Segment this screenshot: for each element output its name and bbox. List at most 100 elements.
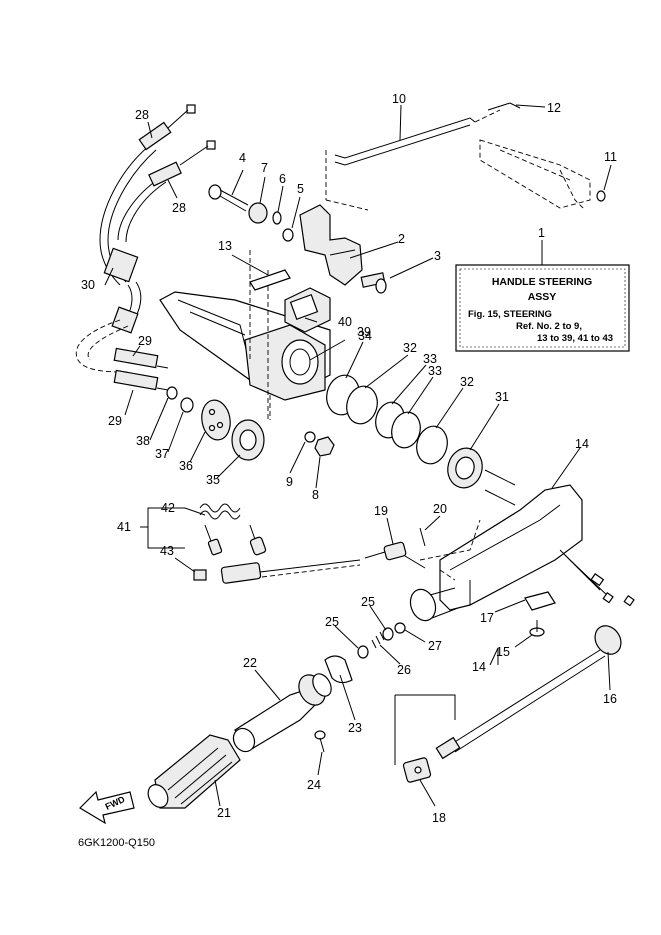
screw-24 — [314, 730, 326, 753]
callout-29-upper: 29 — [138, 334, 152, 348]
callout-6: 6 — [279, 172, 286, 186]
callout-31: 31 — [495, 390, 509, 404]
callout-2: 2 — [398, 232, 405, 246]
callout-33-lower: 33 — [428, 364, 442, 378]
screw-20 — [419, 527, 426, 547]
steering-tube-assy-ghost — [479, 139, 591, 211]
info-box-title-1: HANDLE STEERING — [492, 276, 592, 288]
part-code: 6GK1200-Q150 — [78, 837, 155, 849]
grommet-40 — [284, 287, 331, 333]
washer-25-right — [382, 627, 394, 641]
bolt-4 — [208, 184, 249, 212]
callout-32-lower: 32 — [460, 375, 474, 389]
callout-14-lower: 14 — [472, 660, 486, 674]
callout-19: 19 — [374, 504, 388, 518]
washer-33-lower — [391, 411, 421, 449]
callout-11: 11 — [604, 150, 617, 164]
nut-8 — [314, 436, 335, 457]
callout-28-upper: 28 — [135, 108, 149, 122]
callout-24: 24 — [307, 778, 321, 792]
callout-numbers: 1 2 3 4 5 6 7 8 9 10 11 12 13 14 14 15 1… — [81, 92, 617, 825]
callout-26: 26 — [397, 663, 411, 677]
collar-7 — [248, 202, 268, 224]
callout-42: 42 — [161, 501, 175, 515]
leader-lines — [104, 104, 612, 807]
callout-36: 36 — [179, 459, 193, 473]
callout-41: 41 — [117, 520, 131, 534]
cable-end-28-upper — [138, 121, 172, 151]
callout-35: 35 — [206, 473, 220, 487]
washer-25-left — [357, 645, 369, 659]
arm-pivot — [409, 588, 437, 622]
callout-7: 7 — [261, 161, 268, 175]
bracket-bore — [281, 339, 319, 385]
callout-18: 18 — [432, 811, 446, 825]
cable-tip-upper — [186, 104, 196, 114]
throttle-cables — [75, 104, 216, 391]
kill-switch-19 — [364, 541, 426, 569]
cable-sleeve-29-lower — [113, 369, 159, 391]
callout-5: 5 — [297, 182, 304, 196]
clip-43 — [193, 569, 207, 581]
steering-arm-14 — [409, 469, 635, 622]
callout-9: 9 — [286, 475, 293, 489]
info-box-fig: Fig. 15, STEERING — [468, 309, 552, 320]
label-sticker-13 — [249, 269, 291, 291]
callout-25-left: 25 — [325, 615, 339, 629]
callout-13: 13 — [218, 239, 232, 253]
info-box-ref-1: Ref. No. 2 to 9, — [516, 321, 582, 332]
plate-36 — [201, 399, 231, 441]
callout-12: 12 — [547, 101, 561, 115]
callout-4: 4 — [239, 151, 246, 165]
info-box-title-2: ASSY — [528, 291, 557, 303]
callout-29-lower: 29 — [108, 414, 122, 428]
cable-sleeve-29-upper — [113, 347, 159, 369]
screw-15 — [529, 620, 545, 637]
callout-14-upper: 14 — [575, 437, 589, 451]
washer-6 — [272, 211, 282, 225]
callout-20: 20 — [433, 502, 447, 516]
callout-16: 16 — [603, 692, 617, 706]
callout-34: 34 — [358, 329, 372, 343]
callout-30: 30 — [81, 278, 95, 292]
callout-25-right: 25 — [361, 595, 375, 609]
washer-9 — [304, 431, 316, 443]
nut-37 — [180, 397, 194, 413]
lanyard-42 — [199, 503, 267, 556]
shift-rod-10 — [334, 102, 521, 166]
fwd-arrow-icon: FWD — [79, 790, 135, 825]
friction-rod-16 — [435, 625, 622, 760]
callout-28-lower: 28 — [172, 201, 186, 215]
callout-1: 1 — [538, 226, 545, 240]
callout-22: 22 — [243, 656, 257, 670]
callout-23: 23 — [348, 721, 362, 735]
kill-cable-41 — [220, 559, 361, 584]
callout-3: 3 — [434, 249, 441, 263]
info-box-ref-2: 13 to 39, 41 to 43 — [537, 333, 613, 344]
callout-21: 21 — [217, 806, 231, 820]
bushing-31 — [447, 447, 483, 489]
throttle-shaft-22 — [232, 673, 332, 753]
ring-5 — [282, 228, 294, 242]
cable-grommet-30 — [103, 247, 139, 283]
callout-10: 10 — [392, 92, 406, 106]
cable-grommet-lower — [111, 306, 139, 334]
callout-17: 17 — [480, 611, 494, 625]
bushing-35 — [231, 419, 265, 461]
grip-21 — [147, 734, 241, 809]
steering-bracket — [159, 250, 331, 420]
callout-38: 38 — [136, 434, 150, 448]
nut-27 — [394, 622, 406, 634]
cable-tip-lower — [206, 140, 216, 150]
plate-17 — [524, 591, 556, 611]
callout-8: 8 — [312, 488, 319, 502]
nut-38 — [166, 386, 178, 400]
callout-32-upper: 32 — [403, 341, 417, 355]
cable-end-28-lower — [148, 161, 182, 187]
callout-15: 15 — [496, 645, 510, 659]
bolt-3 — [360, 272, 387, 294]
info-box: HANDLE STEERING ASSY Fig. 15, STEERING R… — [455, 264, 630, 352]
callout-37: 37 — [155, 447, 169, 461]
spring-26 — [371, 631, 385, 649]
